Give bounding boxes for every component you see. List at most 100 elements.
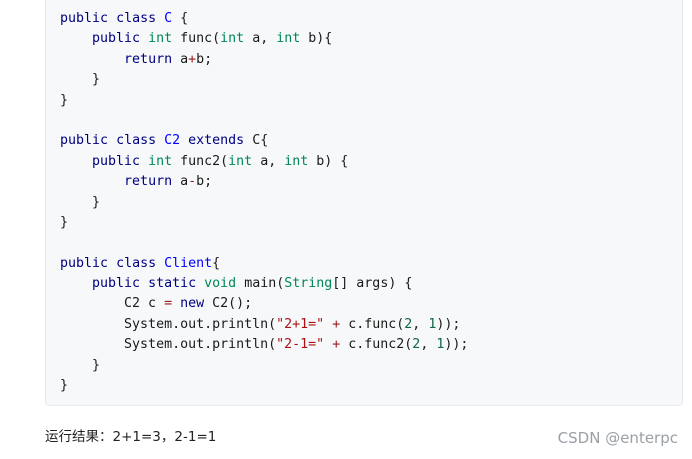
code-token: public	[92, 153, 141, 169]
code-content: public class C { public int func(int a, …	[60, 9, 468, 396]
code-token: {	[212, 255, 221, 271]
code-token: C	[164, 11, 173, 26]
code-token: extends	[188, 133, 245, 149]
code-token: public	[92, 276, 141, 292]
csdn-watermark: CSDN @enterpc	[557, 429, 678, 447]
run-result-text: 运行结果：2+1=3，2-1=1	[45, 429, 217, 445]
code-token: "2-1="	[276, 337, 325, 353]
code-token: new	[180, 296, 205, 312]
code-token	[108, 256, 116, 271]
code-token: }	[60, 214, 69, 230]
code-token: class	[116, 133, 157, 149]
code-token: String	[284, 276, 333, 292]
code-token: "2+1="	[276, 316, 325, 332]
code-token	[60, 52, 124, 67]
code-token: C2	[164, 133, 181, 149]
code-token: }	[60, 92, 69, 108]
code-token: =	[164, 296, 173, 312]
code-token	[140, 31, 148, 46]
code-token: 1	[428, 316, 437, 332]
code-line: public int func2(int a, int b) {	[60, 152, 468, 172]
code-token: -	[188, 174, 197, 190]
code-line: public class C2 extends C{	[60, 131, 468, 151]
code-block: public class C { public int func(int a, …	[45, 0, 683, 406]
code-token	[156, 11, 164, 26]
code-token: func(	[172, 31, 221, 47]
code-token: Client	[164, 255, 213, 271]
code-token: +	[332, 316, 341, 332]
code-token: int	[220, 31, 245, 47]
code-token: public	[60, 133, 109, 149]
code-line: public int func(int a, int b){	[60, 29, 468, 49]
code-token: C2 c	[60, 296, 165, 312]
code-token: func2(	[172, 153, 229, 169]
code-token	[180, 133, 188, 148]
code-token: }	[60, 357, 101, 373]
code-token: C2();	[204, 296, 253, 312]
code-line: C2 c = new C2();	[60, 294, 468, 314]
code-token: 2	[412, 337, 421, 353]
code-token: b;	[196, 51, 213, 67]
code-token: System.out.println(	[60, 337, 277, 353]
code-token: [] args) {	[332, 276, 413, 292]
code-token: b){	[300, 31, 333, 47]
code-token: a	[172, 51, 189, 67]
code-token: ,	[412, 316, 429, 332]
code-token: int	[284, 153, 309, 169]
code-token: class	[116, 255, 157, 271]
code-token	[108, 11, 116, 26]
code-token	[156, 133, 164, 148]
code-token: b) {	[308, 153, 349, 169]
code-token: int	[276, 31, 301, 47]
code-line: }	[60, 91, 468, 111]
code-token: C{	[244, 133, 269, 149]
code-token: class	[116, 11, 157, 26]
code-token: +	[188, 51, 197, 67]
code-token: {	[172, 11, 189, 26]
code-token: +	[332, 337, 341, 353]
code-line	[60, 111, 468, 131]
code-token: ));	[444, 337, 469, 353]
code-token: a,	[244, 31, 277, 47]
code-token: main(	[236, 276, 285, 292]
code-line: System.out.println("2+1=" + c.func(2, 1)…	[60, 315, 468, 335]
code-token	[60, 31, 92, 46]
code-token	[156, 256, 164, 271]
code-line: public class C {	[60, 9, 468, 29]
code-token: return	[124, 174, 173, 190]
code-token: public	[60, 11, 109, 26]
code-line: }	[60, 193, 468, 213]
code-token: a,	[252, 153, 285, 169]
code-line: }	[60, 356, 468, 376]
code-line: return a-b;	[60, 172, 468, 192]
code-token: System.out.println(	[60, 316, 277, 332]
code-token: ,	[420, 337, 437, 353]
code-token	[196, 276, 204, 291]
code-token	[60, 174, 124, 189]
code-token	[140, 154, 148, 169]
code-token	[60, 276, 92, 291]
code-token: int	[228, 153, 253, 169]
code-line: System.out.println("2-1=" + c.func2(2, 1…	[60, 335, 468, 355]
code-line: }	[60, 376, 468, 396]
code-token: return	[124, 51, 173, 67]
code-token: int	[148, 153, 173, 169]
code-line: public class Client{	[60, 254, 468, 274]
code-line: return a+b;	[60, 50, 468, 70]
code-token: void	[204, 276, 237, 292]
code-token: c.func(	[340, 316, 405, 332]
code-line: public static void main(String[] args) {	[60, 274, 468, 294]
code-token: int	[148, 31, 173, 47]
code-token: public	[92, 31, 141, 47]
code-token	[140, 276, 148, 291]
code-line	[60, 233, 468, 253]
code-token: b;	[196, 174, 213, 190]
code-token: static	[148, 276, 197, 292]
code-token: a	[172, 174, 189, 190]
code-token: c.func2(	[340, 337, 413, 353]
code-token: }	[60, 378, 69, 394]
code-token: 1	[436, 337, 445, 353]
code-line: }	[60, 70, 468, 90]
code-token: 2	[404, 316, 413, 332]
code-token: }	[60, 194, 101, 210]
